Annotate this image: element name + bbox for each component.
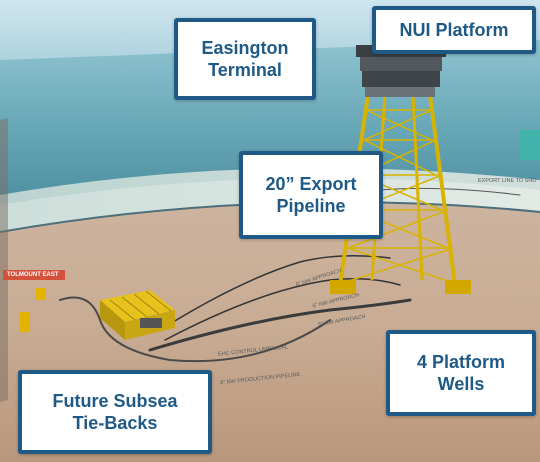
export-line-label: EXPORT LINE TO SHO bbox=[478, 178, 537, 184]
distant-platform bbox=[520, 130, 540, 160]
platform-wells-callout: 4 Platform Wells bbox=[386, 330, 536, 416]
nui-platform-callout: NUI Platform bbox=[372, 6, 536, 54]
pipelines bbox=[59, 187, 521, 363]
export-pipeline-callout: 20” Export Pipeline bbox=[239, 151, 383, 239]
subsea-manifold bbox=[20, 288, 175, 340]
easington-terminal-callout: Easington Terminal bbox=[174, 18, 316, 100]
future-subsea-tiebacks-callout: Future Subsea Tie-Backs bbox=[18, 370, 212, 454]
tolmount-east-tag: TOLMOUNT EAST bbox=[3, 270, 65, 280]
